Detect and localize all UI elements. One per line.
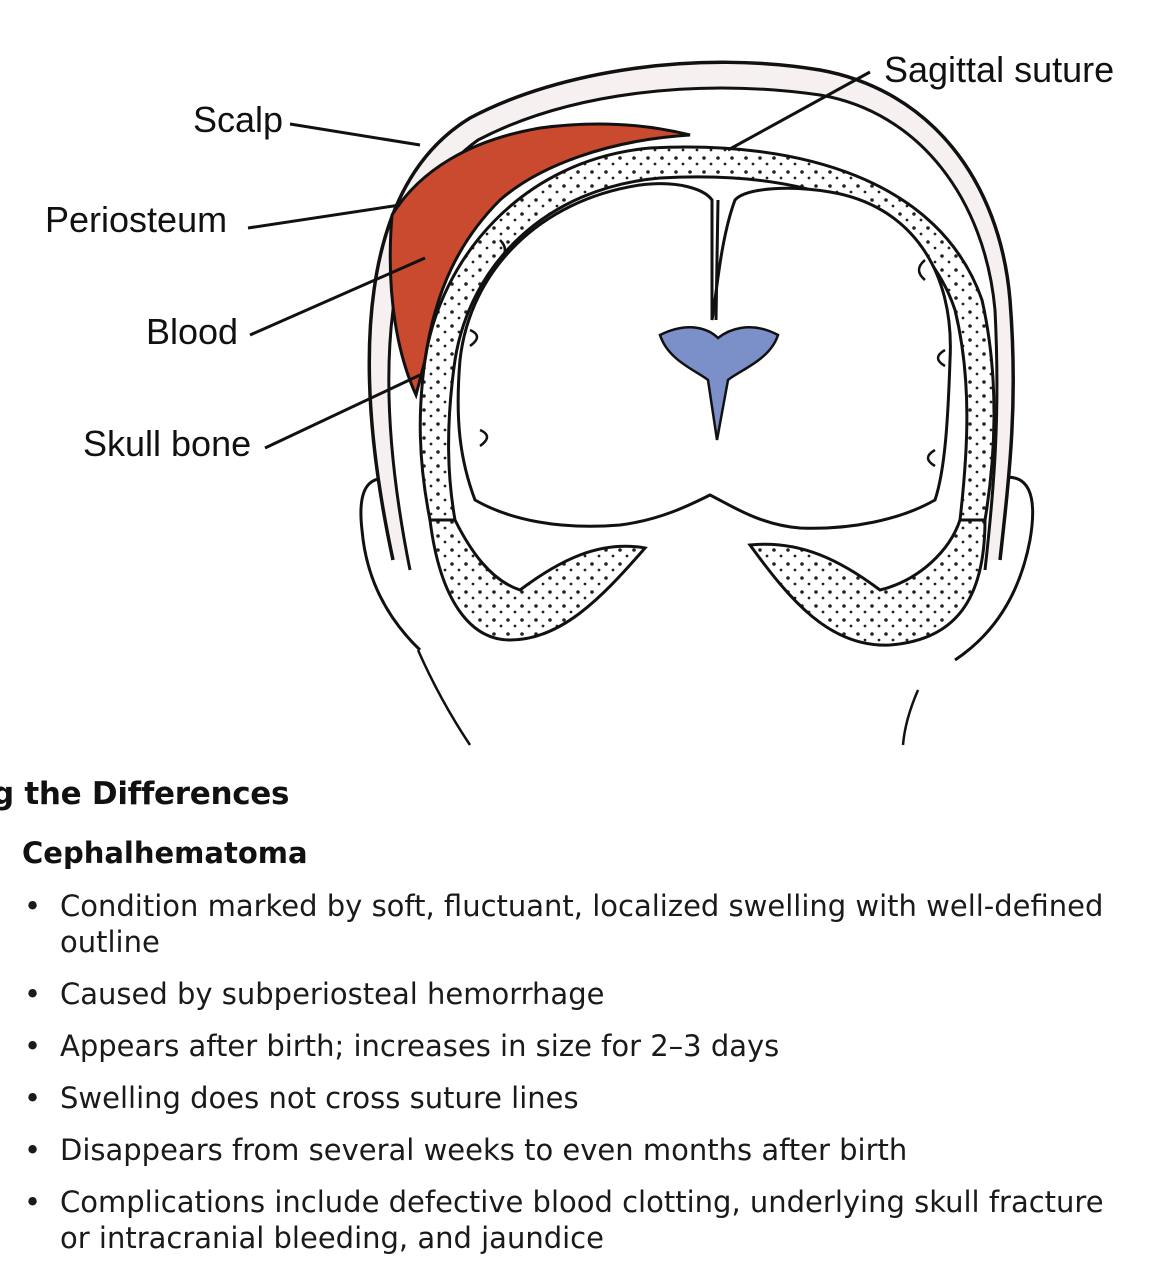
right-ear (954, 475, 1035, 662)
neck-left-line (416, 649, 472, 746)
skull-base-right (747, 518, 987, 647)
subheading-cephalhematoma: Cephalhematoma (22, 836, 308, 870)
list-item: • Disappears from several weeks to even m… (0, 1132, 1170, 1168)
bullet-list: • Condition marked by soft, fluctuant, lo… (0, 888, 1170, 1272)
skull-bone-leader-line (264, 373, 421, 450)
label-periosteum: Periosteum (45, 199, 227, 240)
falx-line (714, 199, 720, 321)
list-item-text: Caused by subperiosteal hemorrhage (60, 977, 605, 1011)
list-item: • Complications include defective blood c… (0, 1184, 1170, 1256)
blood-leader-line (249, 256, 426, 337)
cephalhematoma-diagram: Scalp Periosteum Blood Skull bone Sagitt… (45, 49, 1114, 746)
scalp-leader-line (289, 122, 421, 147)
left-ear (359, 477, 422, 652)
list-item-text: Complications include defective blood cl… (60, 1185, 1104, 1255)
skull-base-left (428, 518, 648, 642)
bullet-icon: • (24, 1029, 42, 1063)
section-heading: g the Differences (0, 776, 290, 812)
sagittal-suture-leader-line (727, 70, 871, 152)
label-blood: Blood (146, 311, 238, 352)
list-item-text: Swelling does not cross suture lines (60, 1081, 579, 1115)
blood-collection (388, 122, 691, 400)
list-item: • Swelling does not cross suture lines (0, 1080, 1170, 1116)
label-scalp: Scalp (193, 99, 283, 140)
bullet-icon: • (24, 977, 42, 1011)
list-item-text: Disappears from several weeks to even mo… (60, 1133, 908, 1167)
label-skull-bone: Skull bone (83, 423, 251, 464)
bullet-icon: • (24, 889, 42, 923)
head-cross-section: Scalp Periosteum Blood Skull bone Sagitt… (45, 49, 1114, 746)
skull-bone (418, 145, 996, 522)
list-item: • Caused by subperiosteal hemorrhage (0, 976, 1170, 1012)
label-sagittal-suture: Sagittal suture (884, 49, 1114, 90)
bullet-icon: • (24, 1185, 42, 1219)
bullet-icon: • (24, 1133, 42, 1167)
list-item: • Condition marked by soft, fluctuant, lo… (0, 888, 1170, 960)
neck-right-line (901, 689, 920, 746)
list-item-text: Appears after birth; increases in size f… (60, 1029, 780, 1063)
list-item: • Appears after birth; increases in size … (0, 1028, 1170, 1064)
periosteum-leader-line (247, 203, 401, 230)
ventricle (658, 326, 780, 441)
list-item-text: Condition marked by soft, fluctuant, loc… (60, 889, 1104, 959)
bullet-icon: • (24, 1081, 42, 1115)
brain-gyri (469, 239, 946, 468)
